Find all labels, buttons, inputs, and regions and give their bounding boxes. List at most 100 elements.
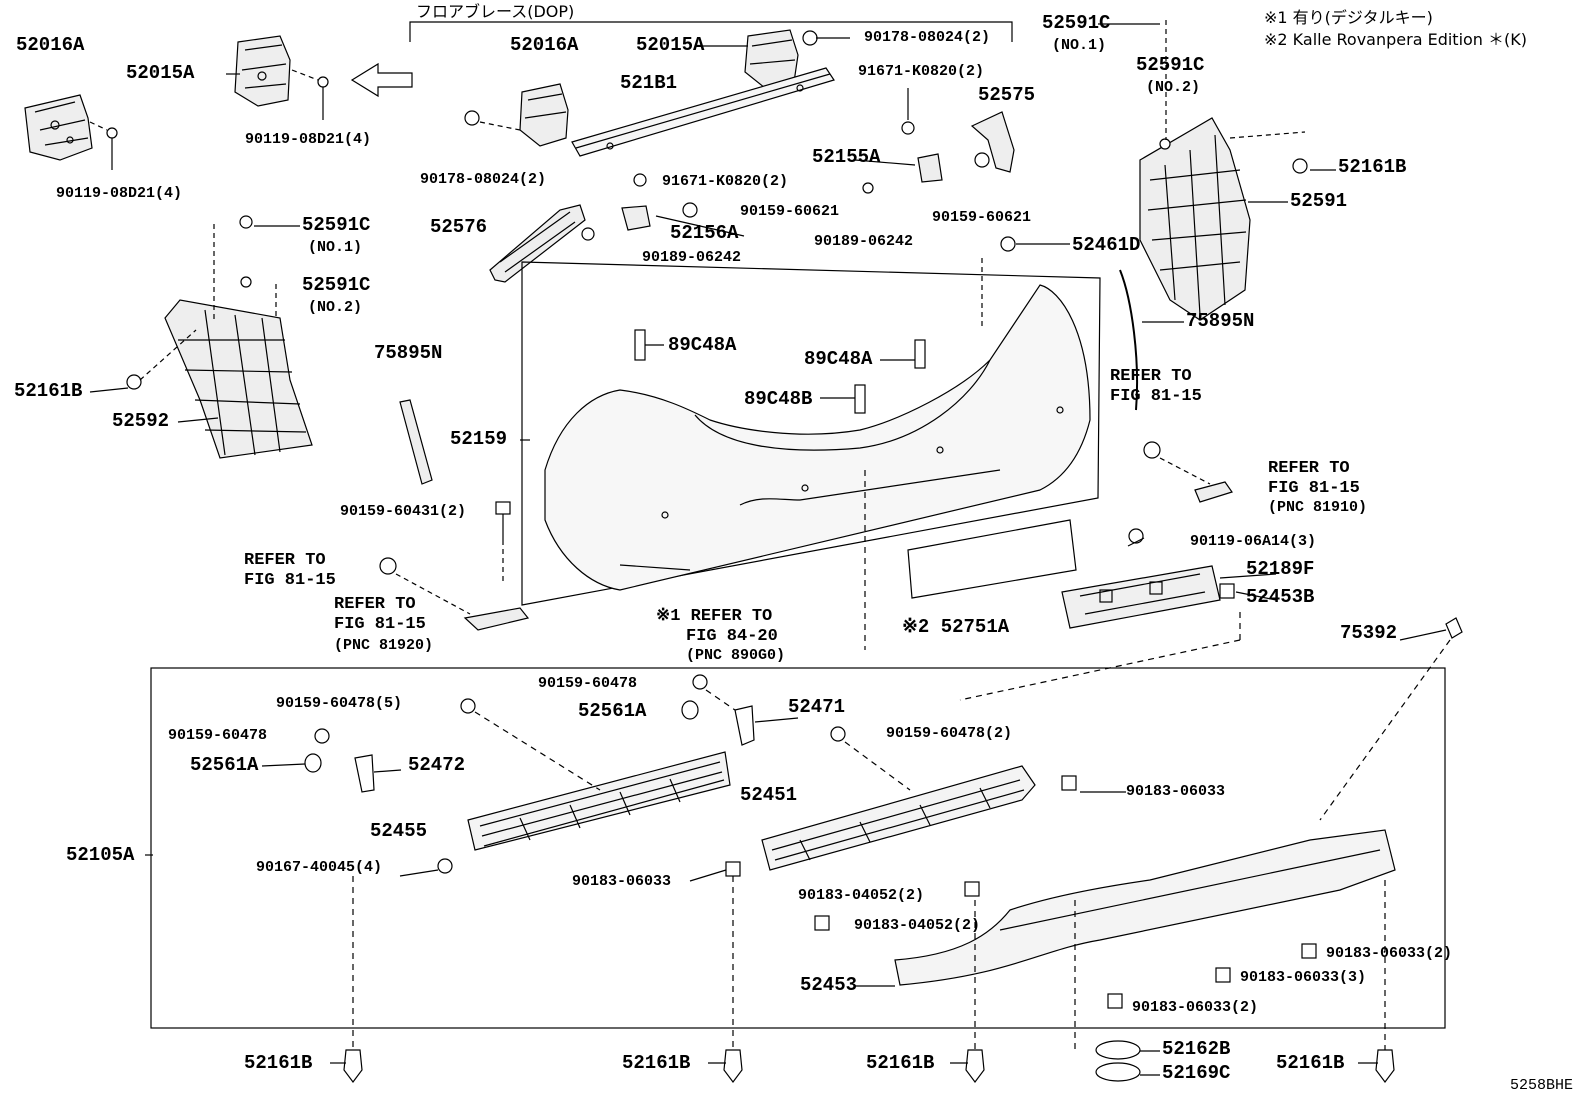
leader-lines [89,23,1447,1076]
part-52591: 52591 [1290,190,1348,212]
part-52751A: ※2 52751A [902,616,1010,638]
part-90159-60478-x2: 90159-60478(2) [886,725,1013,742]
part-91671-K0820-a: 91671-K0820(2) [858,63,985,80]
refer-note-2-line1: REFER TO [1268,459,1350,478]
floor-brace-bracket [409,21,1013,42]
part-52591C-no2-left: 52591C [302,274,371,296]
liner-52591 [1139,117,1288,321]
part-90178-08024-b: 90178-08024(2) [420,171,547,188]
clip-75392 [1319,617,1463,821]
part-75895N-right: 75895N [1186,310,1255,332]
bracket-52156A [581,202,698,241]
part-52015A-center: 52015A [636,34,705,56]
part-75392: 75392 [1340,622,1398,644]
part-90159-60621-b: 90159-60621 [932,209,1032,226]
part-52161B-bottom-2: 52161B [622,1052,691,1074]
part-90159-60478-x5: 90159-60478(5) [276,695,403,712]
refer-note-1-line1: REFER TO [1110,367,1192,386]
part-52561A-left: 52561A [190,754,259,776]
part-90183-04052-b: 90183-04052(2) [854,917,981,934]
part-52189F: 52189F [1246,558,1315,580]
part-52576: 52576 [430,216,488,238]
part-90119-06A14: 90119-06A14(3) [1190,533,1317,550]
guide-lines [352,470,1386,1050]
direction-arrow [350,62,413,98]
diagram-code: 5258BHE [1510,1077,1574,1094]
part-52575: 52575 [978,84,1036,106]
bracket-52016A-left [24,94,93,161]
pads-52162B-52169C [1095,1040,1141,1082]
part-52161B-right: 52161B [1338,156,1407,178]
screw-group [304,674,846,874]
strip-75895N-right [1119,269,1139,411]
refer-note-4-line3: (PNC 81920) [334,637,434,654]
clip-52161B-bottom [343,1049,1395,1083]
bracket-52015A-left [234,35,291,107]
floor-brace-note: フロアブレース(DOP) [416,2,575,21]
refer-note-3-line1: REFER TO [244,551,326,570]
part-90178-08024-a: 90178-08024(2) [864,29,991,46]
part-52016A-topleft: 52016A [16,34,85,56]
refer-note-4-line2: FIG 81-15 [334,615,426,634]
note-1: ※1 有り(デジタルキー) [1264,8,1433,27]
part-89C48A-b: 89C48A [804,348,873,370]
part-90183-06033-x2b: 90183-06033(2) [1132,999,1259,1016]
part-52161B-bottom-4: 52161B [1276,1052,1345,1074]
grille-52455 [467,751,731,851]
part-90159-60478-left: 90159-60478 [168,727,268,744]
part-52105A: 52105A [66,844,135,866]
strip-75895N-left [399,399,433,485]
part-90159-60621-a: 90159-60621 [740,203,840,220]
refer-note-5-line1: ※1 REFER TO [656,607,773,626]
part-52591C-no1-right: 52591C [1042,12,1111,34]
bracket-52016A-center [519,83,569,147]
part-90159-60431: 90159-60431(2) [340,503,467,520]
part-90189-06242-a: 90189-06242 [642,249,742,266]
part-52461D: 52461D [1072,234,1141,256]
part-52161B-bottom-3: 52161B [866,1052,935,1074]
note-2: ※2 Kalle Rovanpera Edition ＊(K) [1264,30,1528,49]
part-75895N-left: 75895N [374,342,443,364]
screw-90159-60431 [495,501,511,585]
part-52169C: 52169C [1162,1062,1231,1084]
part-90159-60478-top: 90159-60478 [538,675,638,692]
part-89C48B: 89C48B [744,388,813,410]
clip-52461D [981,236,1016,330]
part-52592: 52592 [112,410,170,432]
floor-brace-521B1 [571,67,835,157]
part-52016A-center: 52016A [510,34,579,56]
part-90119-08D21-b: 90119-08D21(4) [56,185,183,202]
part-52159: 52159 [450,428,508,450]
bracket-52451 [761,765,1036,871]
fastener-right [1159,20,1308,174]
part-90119-08D21-a: 90119-08D21(4) [245,131,372,148]
part-52161B-left: 52161B [14,380,83,402]
part-90183-04052-a: 90183-04052(2) [798,887,925,904]
part-89C48A-a: 89C48A [668,334,737,356]
part-52453: 52453 [800,974,858,996]
liner-52592 [164,299,313,459]
part-90183-06033-x3: 90183-06033(3) [1240,969,1367,986]
part-90167-40045: 90167-40045(4) [256,859,383,876]
refer-note-5-line2: FIG 84-20 [686,627,778,646]
part-52591C-no2-right: 52591C [1136,54,1205,76]
part-52591C-no2-left-tag: (NO.2) [308,299,363,316]
part-90183-06033-a: 90183-06033 [1126,783,1226,800]
part-52155A: 52155A [812,146,881,168]
refer-note-2-line3: (PNC 81910) [1268,499,1368,516]
part-52455: 52455 [370,820,428,842]
bumper-cover-52159 [521,261,1101,606]
part-521B1: 521B1 [620,72,678,94]
lower-spoiler-52453 [894,829,1396,986]
bracket-52155A [862,152,990,194]
clip-89C48A [634,329,926,414]
reflector-right [1143,441,1233,503]
part-52451: 52451 [740,784,798,806]
refer-note-2-line2: FIG 81-15 [1268,479,1360,498]
plate-52751A [907,519,1077,599]
refer-note-1-line2: FIG 81-15 [1110,387,1202,406]
part-52591C-no2-right-tag: (NO.2) [1146,79,1201,96]
fastener-left [126,215,277,390]
